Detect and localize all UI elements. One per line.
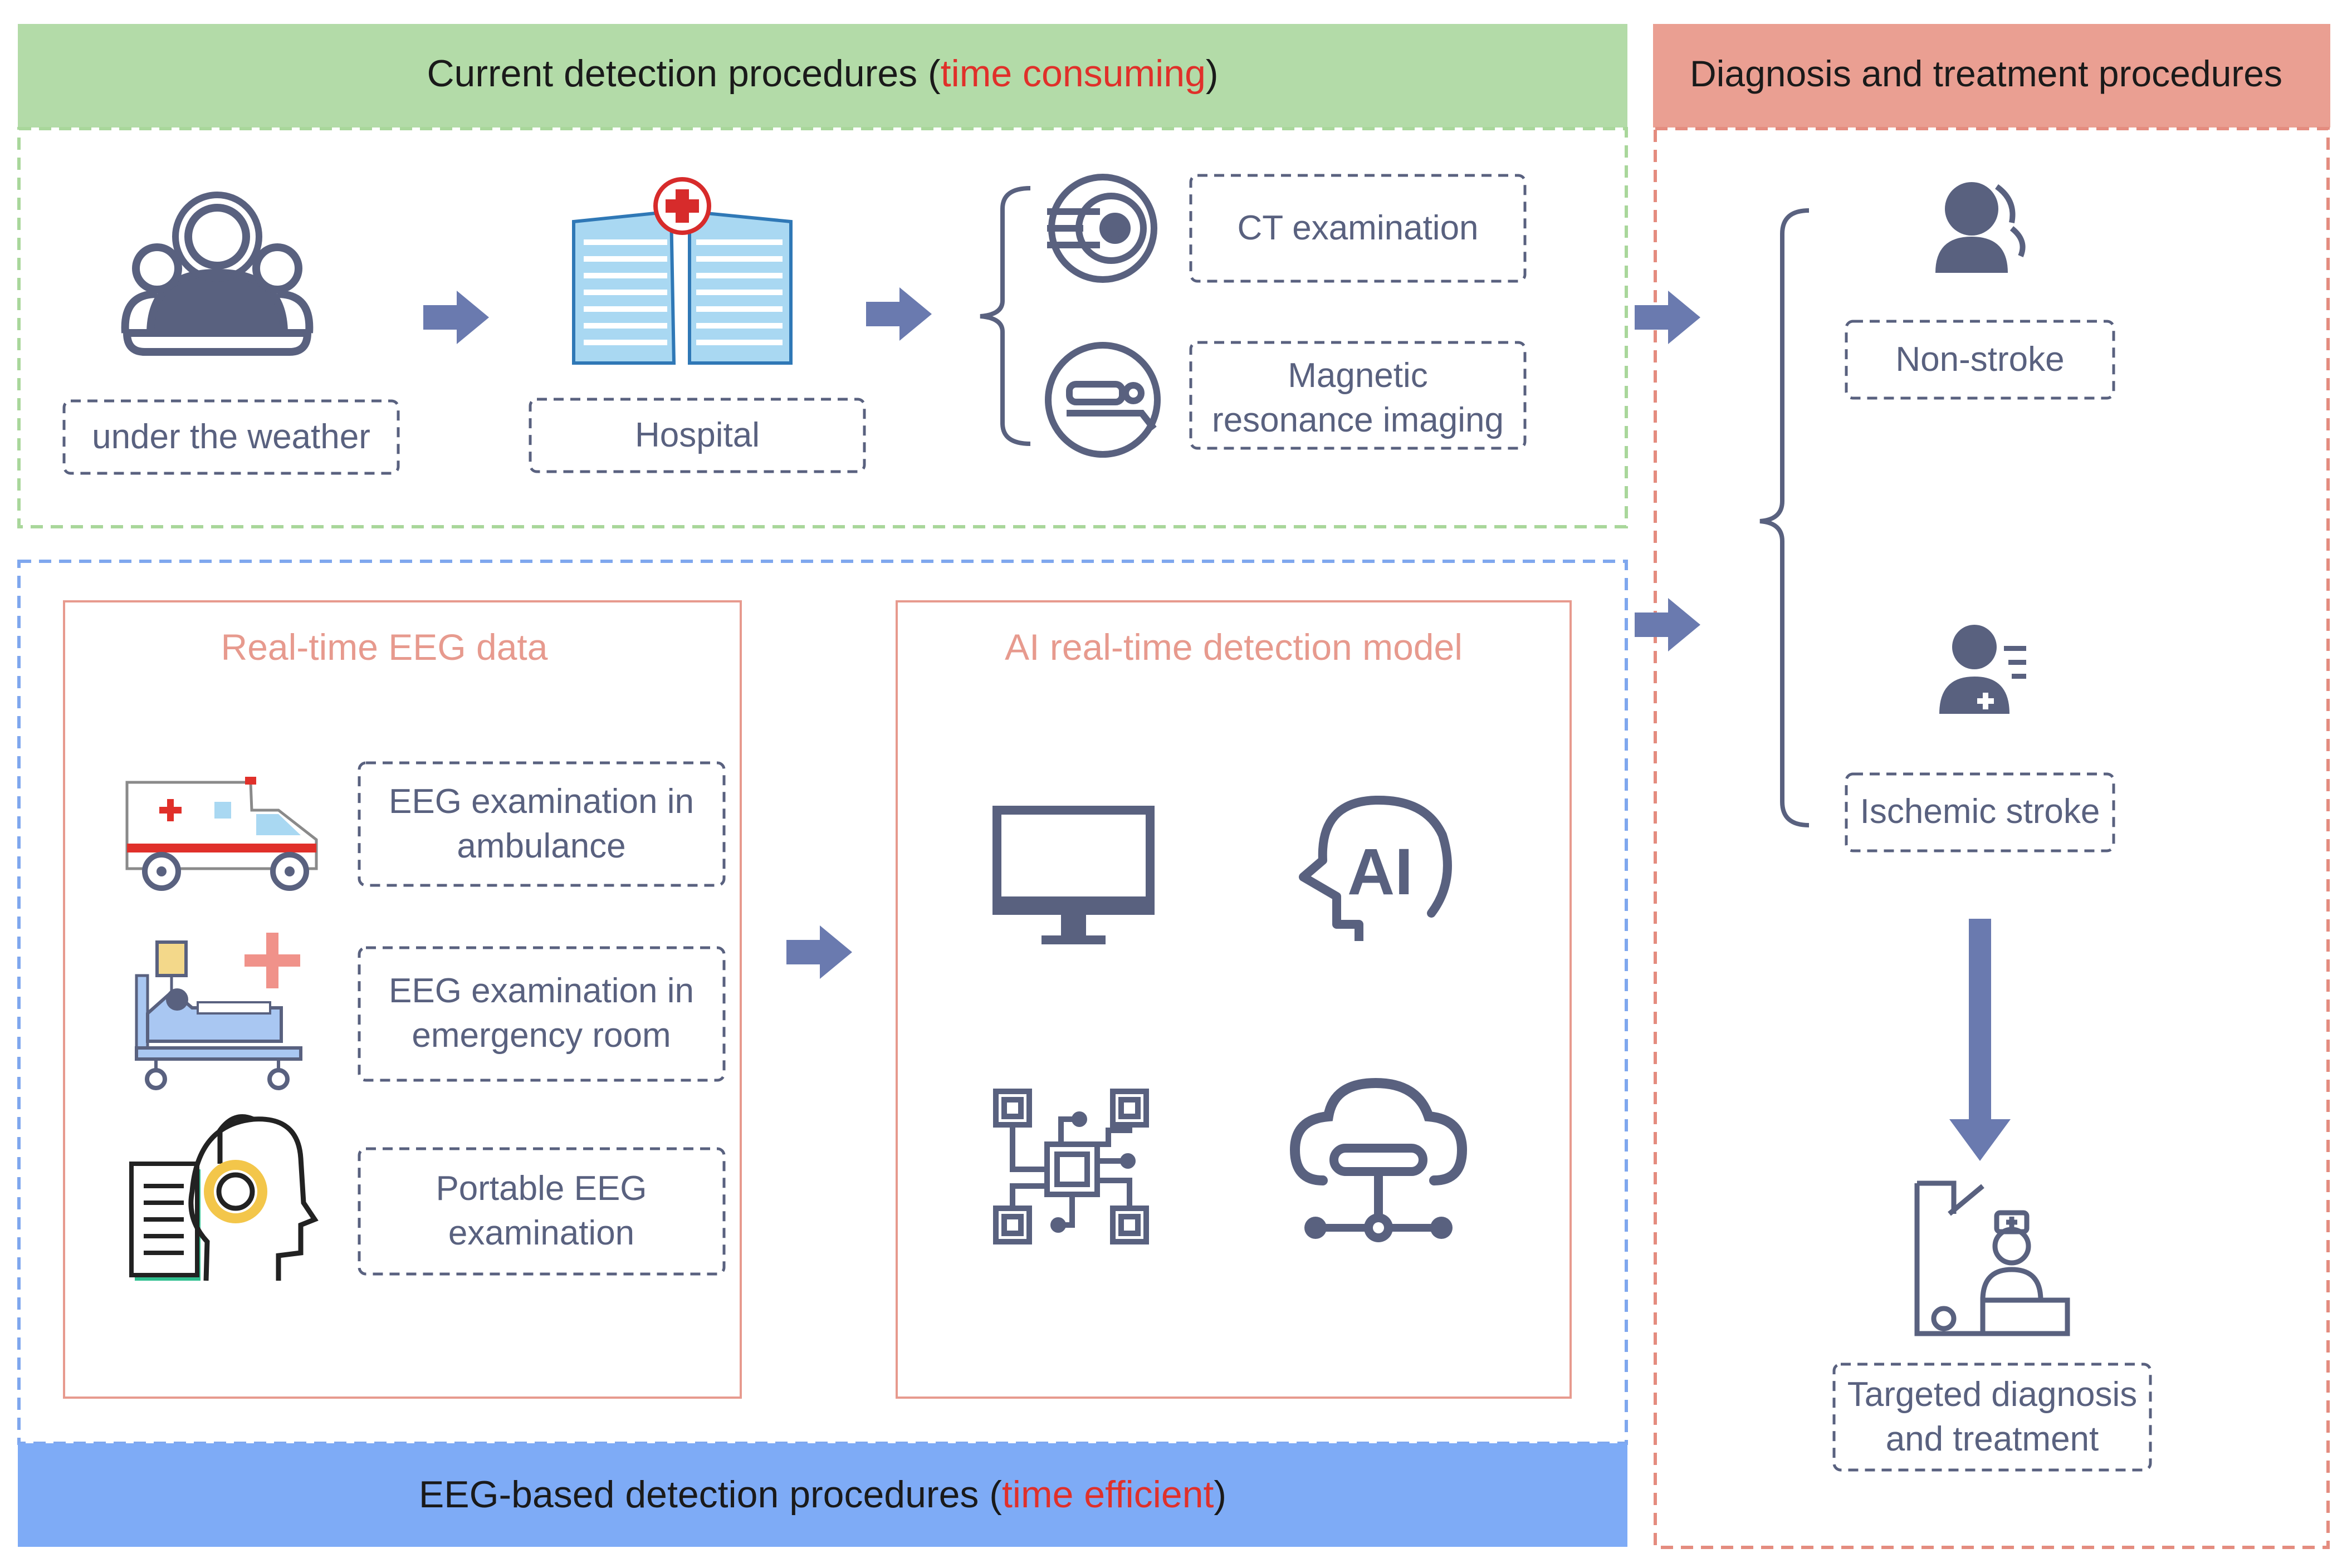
ambulance-icon [125,777,318,891]
current-header-bar [18,24,1627,128]
ambulance-box [358,761,726,887]
hospital-icon [572,177,793,365]
portable-label-line2: examination [448,1214,634,1252]
mri-box [1189,341,1527,450]
diagnosis-header-title: Diagnosis and treatment procedures [1690,53,2282,94]
eeg-footer-title: EEG-based detection procedures (time eff… [419,1473,1226,1516]
to-treatment-arrow [1949,919,2011,1161]
hospital-box [529,398,866,473]
monitor-icon [992,806,1155,944]
flow-arrow-2 [866,287,932,341]
non-stroke-label: Non-stroke [1895,340,2064,379]
hospital-bed-icon [135,933,302,1090]
cloud-network-icon [1289,1077,1468,1242]
diagnosis-section-border [1654,127,2330,1549]
portable-label-line1: Portable EEG [436,1169,647,1208]
ischemic-box [1845,772,2115,852]
diagnosis-section: Diagnosis and treatment procedures Non-s… [1635,24,2330,1549]
flow-arrow-1 [423,291,489,344]
ct-scanner-icon [1047,174,1157,283]
eeg-flow-arrow [786,925,852,979]
ai-model-panel [896,600,1572,1399]
weather-box [62,399,400,475]
outcome-brace [1759,208,1810,827]
ambulance-label-line1: EEG examination in [389,782,694,821]
ai-model-title: AI real-time detection model [1005,626,1463,668]
current-header-title: Current detection procedures (time consu… [427,52,1218,95]
doctor-desk-icon [1914,1180,2070,1336]
er-box [358,946,726,1082]
eeg-footer-bar [18,1443,1627,1547]
current-detection-section: Current detection procedures (time consu… [17,24,1628,528]
portable-box [358,1147,726,1276]
current-section-border [17,127,1628,528]
non-stroke-box [1845,320,2115,400]
ischemic-label: Ischemic stroke [1860,792,2100,831]
targeted-label-line1: Targeted diagnosis [1847,1375,2137,1414]
mri-label-line1: Magnetic [1288,356,1428,395]
mri-label-line2: resonance imaging [1212,401,1504,439]
stroke-patient-icon [1939,625,2026,714]
to-diagnosis-arrow-bottom [1635,598,1700,651]
eeg-section: EEG-based detection procedures (time eff… [17,560,1628,1547]
er-label-line1: EEG examination in [389,972,694,1010]
ai-head-text: AI [1347,835,1413,909]
eeg-headset-icon [129,1114,319,1281]
targeted-box [1832,1363,2152,1472]
eeg-data-panel [63,600,742,1399]
hospital-label: Hospital [635,416,760,454]
chip-circuit-icon [993,1089,1149,1244]
er-label-line2: emergency room [412,1016,671,1055]
ai-head-icon: AI [1299,795,1452,941]
ambulance-label-line2: ambulance [457,827,625,865]
diagnosis-header-bar [1653,24,2330,128]
targeted-label-line2: and treatment [1886,1420,2099,1458]
to-diagnosis-arrow-top [1635,291,1700,344]
eeg-data-title: Real-time EEG data [221,626,548,668]
people-group-icon [121,192,314,356]
non-stroke-person-icon [1935,182,2026,273]
imaging-brace [980,186,1031,446]
weather-label: under the weather [92,418,370,456]
ct-label: CT examination [1237,209,1478,247]
mri-scanner-icon [1045,342,1161,458]
ct-box [1189,174,1527,283]
